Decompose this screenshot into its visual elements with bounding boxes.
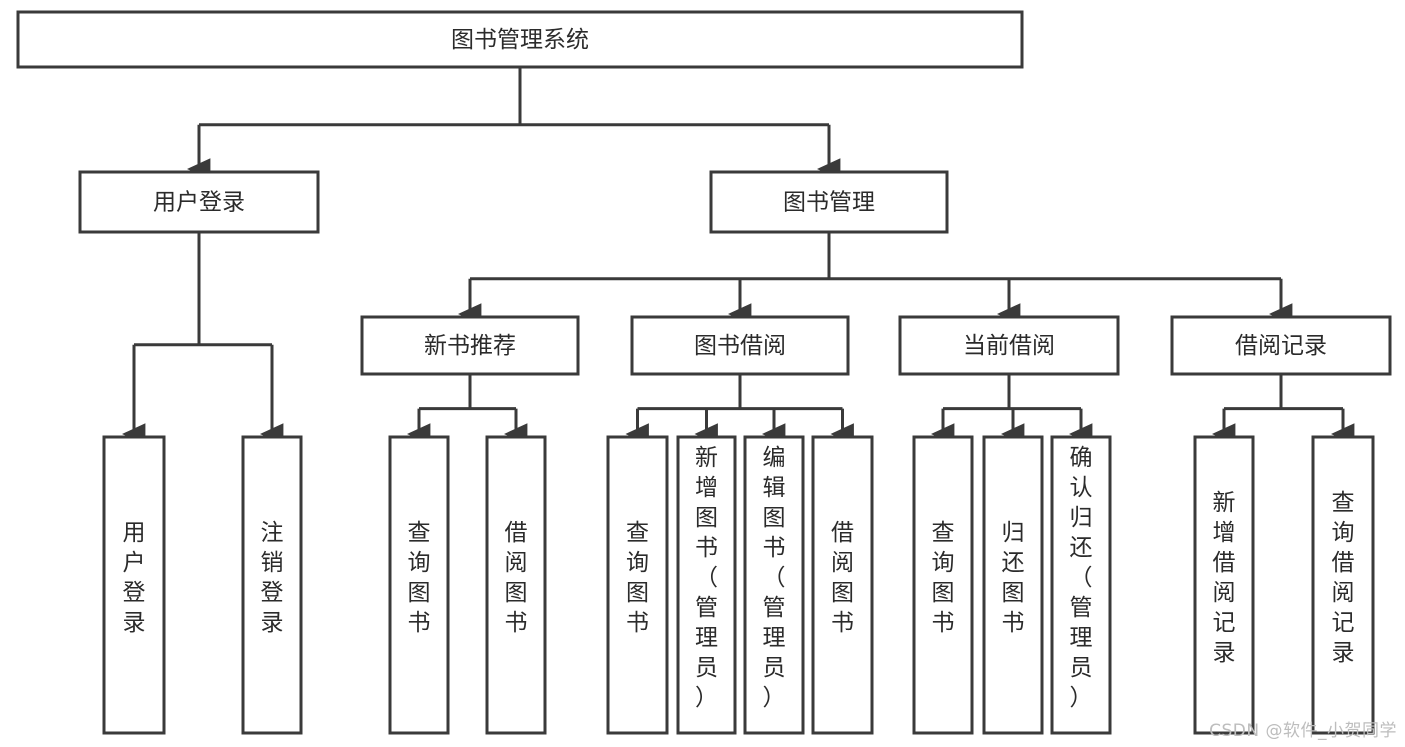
connector-group-book-manage bbox=[458, 232, 1293, 325]
node-label: 查询图书 bbox=[932, 520, 955, 636]
node-box[interactable] bbox=[676, 435, 737, 735]
node-label: 查询图书 bbox=[408, 520, 431, 636]
node-label: 注销登录 bbox=[261, 520, 284, 636]
node-leaf-add-book[interactable]: 新增图书（管理员） bbox=[676, 435, 737, 735]
node-box[interactable] bbox=[1170, 315, 1392, 376]
node-label: 当前借阅 bbox=[963, 333, 1055, 359]
node-label: 图书管理系统 bbox=[451, 27, 589, 53]
node-box[interactable] bbox=[16, 10, 1024, 69]
node-label: 用户登录 bbox=[153, 190, 245, 216]
node-box[interactable] bbox=[360, 315, 580, 376]
node-new-book-rec[interactable]: 新书推荐 bbox=[360, 315, 580, 376]
node-label: 新增借阅记录 bbox=[1213, 490, 1236, 666]
node-box[interactable] bbox=[630, 315, 850, 376]
node-book-borrow[interactable]: 图书借阅 bbox=[630, 315, 850, 376]
node-leaf-query-record[interactable]: 查询借阅记录 bbox=[1311, 435, 1375, 735]
connector-group-root bbox=[187, 67, 841, 180]
node-label: 确认归还（管理员） bbox=[1070, 445, 1093, 711]
node-box[interactable] bbox=[709, 170, 949, 234]
node-box[interactable] bbox=[388, 435, 450, 735]
node-box[interactable] bbox=[1311, 435, 1375, 735]
node-box[interactable] bbox=[485, 435, 547, 735]
node-leaf-edit-book[interactable]: 编辑图书（管理员） bbox=[743, 435, 805, 735]
node-box[interactable] bbox=[241, 435, 303, 735]
node-label: 借阅图书 bbox=[505, 520, 528, 636]
node-box[interactable] bbox=[811, 435, 874, 735]
connector-group-current-borrow bbox=[931, 374, 1093, 445]
node-label: 归还图书 bbox=[1002, 520, 1025, 636]
node-label: 编辑图书（管理员） bbox=[763, 445, 786, 711]
node-leaf-borrow-book-1[interactable]: 借阅图书 bbox=[485, 435, 547, 735]
node-leaf-confirm-return[interactable]: 确认归还（管理员） bbox=[1050, 435, 1112, 735]
node-box[interactable] bbox=[982, 435, 1044, 735]
node-box[interactable] bbox=[898, 315, 1120, 376]
node-leaf-add-record[interactable]: 新增借阅记录 bbox=[1193, 435, 1255, 735]
node-root[interactable]: 图书管理系统 bbox=[16, 10, 1024, 69]
node-user-login[interactable]: 用户登录 bbox=[78, 170, 320, 234]
node-label: 图书借阅 bbox=[694, 333, 786, 359]
node-label: 查询图书 bbox=[626, 520, 649, 636]
node-box[interactable] bbox=[78, 170, 320, 234]
node-current-borrow[interactable]: 当前借阅 bbox=[898, 315, 1120, 376]
connector-layer bbox=[122, 67, 1355, 445]
connector-group-book-borrow bbox=[625, 374, 854, 445]
node-label: 用户登录 bbox=[123, 520, 146, 636]
node-label: 查询借阅记录 bbox=[1332, 490, 1355, 666]
node-label: 图书管理 bbox=[783, 190, 875, 216]
node-leaf-query-book-2[interactable]: 查询图书 bbox=[606, 435, 669, 735]
node-box[interactable] bbox=[102, 435, 166, 735]
connector-group-borrow-record bbox=[1212, 374, 1355, 445]
node-box[interactable] bbox=[1193, 435, 1255, 735]
node-label: 新增图书（管理员） bbox=[695, 445, 718, 711]
node-leaf-user-logout[interactable]: 注销登录 bbox=[241, 435, 303, 735]
connector-group-new-book-rec bbox=[407, 374, 528, 445]
node-box[interactable] bbox=[606, 435, 669, 735]
csdn-watermark: CSDN @软件_小贺同学 bbox=[1209, 721, 1397, 741]
node-borrow-record[interactable]: 借阅记录 bbox=[1170, 315, 1392, 376]
node-leaf-user-login[interactable]: 用户登录 bbox=[102, 435, 166, 735]
node-book-manage[interactable]: 图书管理 bbox=[709, 170, 949, 234]
node-layer: 图书管理系统用户登录图书管理新书推荐图书借阅当前借阅借阅记录用户登录注销登录查询… bbox=[16, 10, 1392, 735]
node-label: 新书推荐 bbox=[424, 333, 516, 359]
node-box[interactable] bbox=[743, 435, 805, 735]
connector-group-user-login bbox=[122, 232, 284, 445]
node-box[interactable] bbox=[1050, 435, 1112, 735]
node-leaf-query-book-3[interactable]: 查询图书 bbox=[912, 435, 974, 735]
node-box[interactable] bbox=[912, 435, 974, 735]
node-label: 借阅图书 bbox=[831, 520, 854, 636]
node-leaf-query-book-1[interactable]: 查询图书 bbox=[388, 435, 450, 735]
node-label: 借阅记录 bbox=[1235, 333, 1327, 359]
node-leaf-borrow-book-2[interactable]: 借阅图书 bbox=[811, 435, 874, 735]
node-leaf-return-book[interactable]: 归还图书 bbox=[982, 435, 1044, 735]
